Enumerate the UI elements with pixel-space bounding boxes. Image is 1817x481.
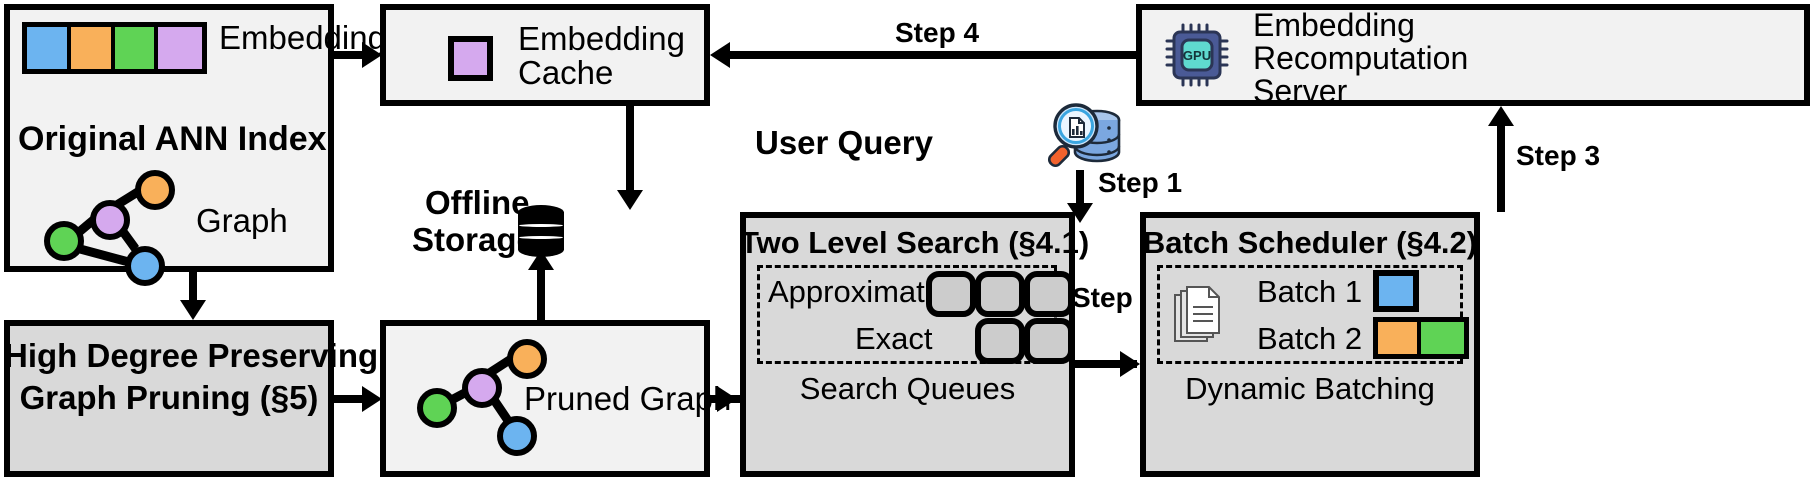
arrow-pruning-to-pruned-head (362, 386, 382, 412)
embedding-cache-swatch (448, 36, 493, 81)
arrow-query-to-search-shaft (1076, 170, 1084, 208)
search-queues-footer: Search Queues (799, 371, 1016, 406)
original-graph (40, 168, 175, 286)
embedding-cell-1 (70, 27, 115, 69)
graph-node-green (44, 221, 84, 261)
queue-slot (1024, 318, 1074, 364)
queue-slot (926, 271, 976, 317)
graph-label: Graph (196, 202, 288, 239)
arrow-pruning-to-pruned-shaft (334, 395, 370, 403)
approximate-queue-slots (926, 271, 1074, 317)
search-database-icon (1047, 103, 1121, 168)
arrow-index-to-cache-shaft (334, 51, 374, 59)
dynamic-batching-footer: Dynamic Batching (1185, 371, 1435, 406)
graph-node-orange (507, 339, 547, 379)
pruned-graph-label: Pruned Graph (524, 380, 732, 417)
approximate-row-label: Approximate (768, 274, 943, 309)
offline-storage-label-line2: Storage (412, 221, 535, 258)
graph-node-purple (462, 368, 502, 408)
graph-node-green (417, 388, 457, 428)
arrow-pruned-to-storage-head (528, 250, 554, 270)
queue-slot (1024, 271, 1074, 317)
recompute-server-title-line1: Embedding (1253, 7, 1415, 43)
graph-node-purple (90, 200, 130, 240)
embedding-label: Embedding (219, 19, 386, 56)
embedding-cache-title-line2: Cache (518, 54, 614, 91)
arrow-server-to-cache-shaft (728, 51, 1138, 59)
cylinder-separator (519, 236, 563, 239)
step-1-label: Step 1 (1098, 167, 1183, 198)
graph-node-blue (497, 416, 537, 456)
arrow-index-to-cache-head (362, 42, 382, 68)
arrow-server-to-cache-head (710, 42, 730, 68)
embedding-cell-3 (158, 27, 202, 69)
arrow-scheduler-to-server-shaft (1497, 125, 1505, 212)
step-4-label: Step 4 (895, 17, 980, 48)
batch-1-label: Batch 1 (1257, 274, 1363, 309)
arrow-scheduler-to-server-head (1488, 106, 1514, 126)
graph-pruning-title-line2: Graph Pruning (§5) (19, 379, 319, 416)
batch-2-swatch-green (1421, 322, 1464, 354)
original-ann-index-title: Original ANN Index (18, 120, 327, 158)
arrow-index-to-pruning-shaft (189, 272, 197, 304)
batch-2-swatch-orange (1378, 322, 1421, 354)
arrow-search-to-scheduler-shaft (1075, 360, 1137, 368)
queue-slot (975, 271, 1025, 317)
queue-slot (975, 318, 1025, 364)
pruned-graph (405, 338, 547, 456)
embedding-cache-box (380, 4, 710, 106)
embedding-cell-0 (27, 27, 71, 69)
step-3-label: Step 3 (1516, 140, 1601, 171)
arrow-index-to-pruning-head (180, 300, 206, 320)
graph-pruning-box (4, 320, 334, 477)
documents-icon (1174, 286, 1220, 342)
dynamic-batching-dashed-region (1157, 265, 1463, 364)
embedding-color-strip (22, 22, 207, 74)
recompute-server-box (1136, 4, 1810, 106)
graph-node-orange (135, 170, 175, 210)
offline-storage-label-line1: Offline (425, 184, 530, 221)
user-query-label: User Query (755, 124, 933, 161)
batch-2-label: Batch 2 (1257, 321, 1363, 356)
graph-node-blue (125, 246, 165, 286)
cylinder-separator (519, 224, 563, 227)
gpu-icon-text: GPU (1183, 48, 1211, 63)
two-level-search-title: Two Level Search (§4.1) (740, 225, 1090, 260)
embedding-cache-title-line1: Embedding (518, 20, 685, 57)
arrow-cache-to-storage-head (617, 190, 643, 210)
graph-pruning-title-line1: High Degree Preserving (4, 337, 379, 374)
exact-queue-slots (975, 318, 1074, 364)
embedding-cell-2 (114, 27, 159, 69)
arrow-pruned-to-search-head (717, 386, 737, 412)
batch-2-swatches (1373, 317, 1469, 359)
arrow-cache-to-storage-shaft (626, 106, 634, 194)
batch-1-swatch-blue (1373, 270, 1419, 312)
exact-row-label: Exact (855, 321, 933, 356)
recompute-server-title-line2: Recomputation (1253, 40, 1469, 76)
gpu-chip-icon: GPU (1165, 23, 1229, 87)
recompute-server-title-line3: Server (1253, 73, 1348, 109)
arrow-search-to-scheduler-head (1120, 351, 1140, 377)
batch-scheduler-title: Batch Scheduler (§4.2) (1142, 225, 1478, 260)
arrow-pruned-to-storage-shaft (537, 262, 545, 320)
cylinder-top-disc (518, 205, 564, 220)
